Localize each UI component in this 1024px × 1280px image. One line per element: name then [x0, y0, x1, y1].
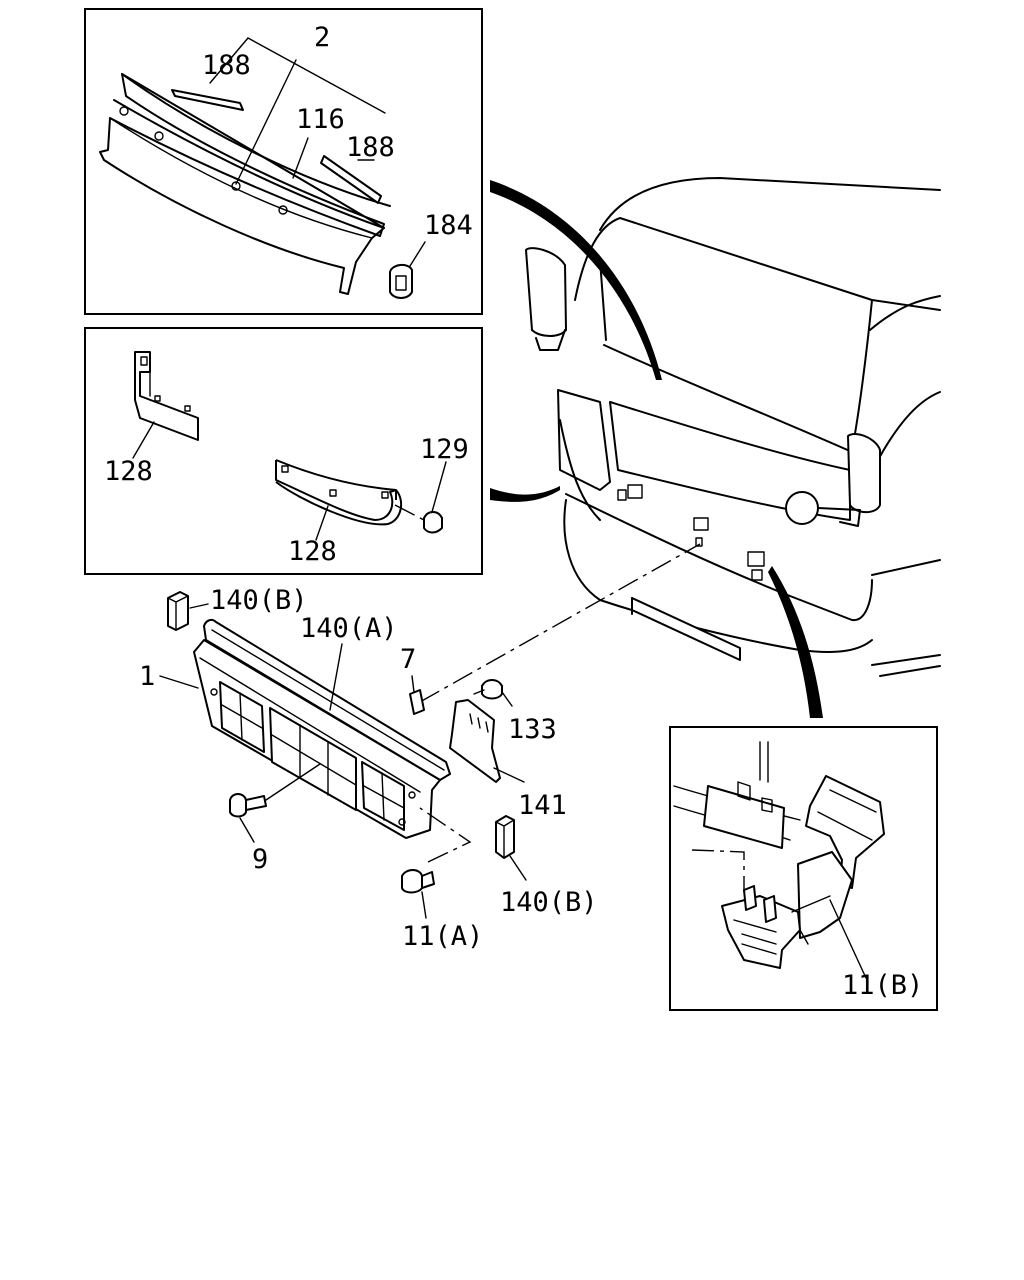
callout-129: 129: [420, 434, 469, 465]
callout-7: 7: [400, 644, 416, 675]
callout-140b-top: 140(B): [210, 585, 308, 616]
callout-1: 1: [139, 661, 155, 692]
callout-2: 2: [314, 22, 330, 53]
grille-assembly: [159, 591, 527, 919]
callout-11b: 11(B): [842, 970, 923, 1001]
callout-11a: 11(A): [402, 921, 483, 952]
callout-188-right: 188: [346, 132, 395, 163]
callout-9: 9: [252, 844, 268, 875]
callout-128-long: 128: [288, 536, 337, 567]
callout-141: 141: [518, 790, 567, 821]
inset-brackets: [84, 327, 483, 575]
callout-140b-bottom: 140(B): [500, 887, 598, 918]
inset-cowl-panel: [84, 8, 483, 315]
sweep-arrows: [490, 180, 823, 718]
callout-labels: 2 188 116 188 184 128 129 128 140(B) 140…: [104, 22, 923, 1001]
callout-188-top: 188: [202, 50, 251, 81]
callout-140a: 140(A): [300, 613, 398, 644]
callout-116: 116: [296, 104, 345, 135]
callout-133: 133: [508, 714, 557, 745]
truck-cab: [419, 177, 941, 703]
callout-184: 184: [424, 210, 473, 241]
inset-clip-detail: [669, 726, 938, 1011]
callout-128-small: 128: [104, 456, 153, 487]
